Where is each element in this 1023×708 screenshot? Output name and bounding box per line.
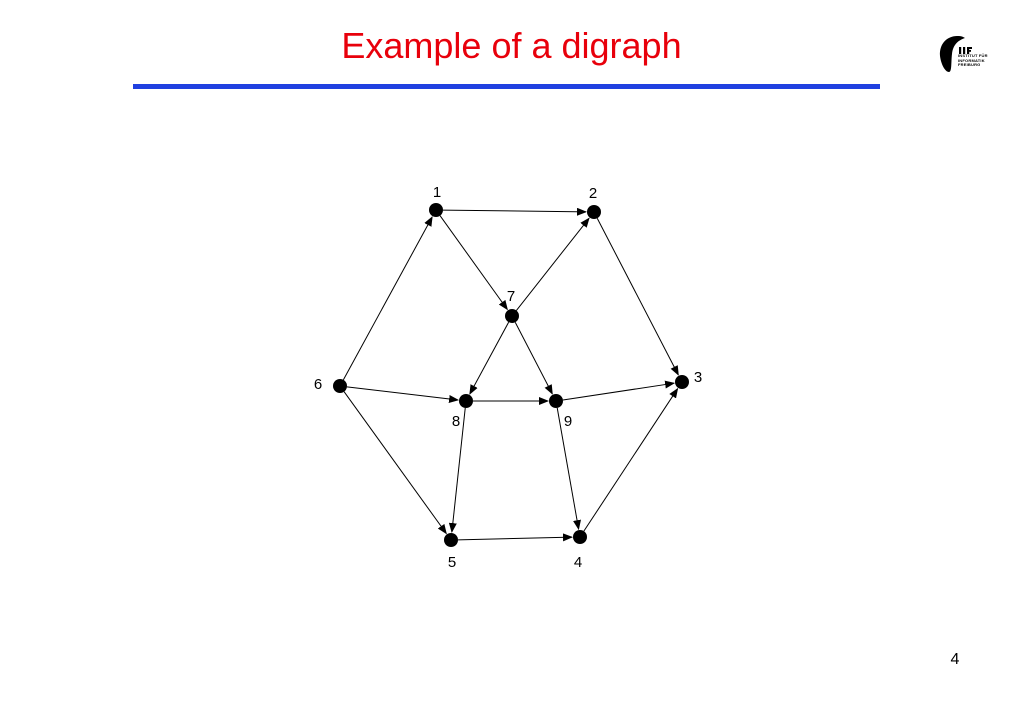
edge-1-to-2 (442, 207, 588, 216)
node-label-7: 7 (507, 288, 515, 305)
node-9 (549, 394, 563, 408)
edge-7-to-2 (515, 217, 590, 311)
slide-title: Example of a digraph (341, 25, 682, 66)
node-label-5: 5 (448, 554, 456, 571)
node-6 (333, 379, 347, 393)
node-label-9: 9 (564, 413, 572, 430)
node-label-1: 1 (433, 184, 441, 201)
node-4 (573, 530, 587, 544)
page-number: 4 (950, 651, 960, 668)
node-1 (429, 203, 443, 217)
edges (342, 207, 679, 542)
node-label-6: 6 (314, 376, 322, 393)
edge-6-to-5 (343, 391, 447, 535)
edge-9-to-4 (556, 407, 581, 531)
edge-4-to-3 (583, 387, 679, 532)
node-labels: 1 2 3 4 5 6 7 8 9 (314, 184, 702, 571)
logo-mark-icon (939, 36, 972, 72)
institute-logo: INSTITUT FÜR INFORMATIK FREIBURG (935, 28, 995, 82)
node-3 (675, 375, 689, 389)
edge-7-to-8 (469, 321, 510, 395)
node-label-4: 4 (574, 554, 582, 571)
logo-line-1: INSTITUT FÜR (958, 53, 988, 58)
node-label-3: 3 (694, 369, 702, 386)
logo-text: INSTITUT FÜR INFORMATIK FREIBURG (958, 53, 988, 68)
nodes (333, 203, 689, 547)
edge-8-to-5 (448, 407, 466, 534)
edge-2-to-3 (596, 217, 679, 376)
node-label-8: 8 (452, 413, 460, 430)
edge-6-to-8 (346, 386, 460, 403)
edge-1-to-7 (439, 215, 508, 311)
logo-line-2: INFORMATIK (958, 57, 985, 63)
node-5 (444, 533, 458, 547)
node-7 (505, 309, 519, 323)
node-label-2: 2 (589, 185, 597, 202)
edge-5-to-4 (457, 533, 574, 542)
edge-7-to-9 (514, 321, 553, 395)
edge-9-to-3 (562, 380, 676, 401)
edge-6-to-1 (342, 216, 433, 381)
title-rule (133, 84, 880, 89)
logo-line-3: FREIBURG (958, 62, 981, 67)
node-8 (459, 394, 473, 408)
node-2 (587, 205, 601, 219)
